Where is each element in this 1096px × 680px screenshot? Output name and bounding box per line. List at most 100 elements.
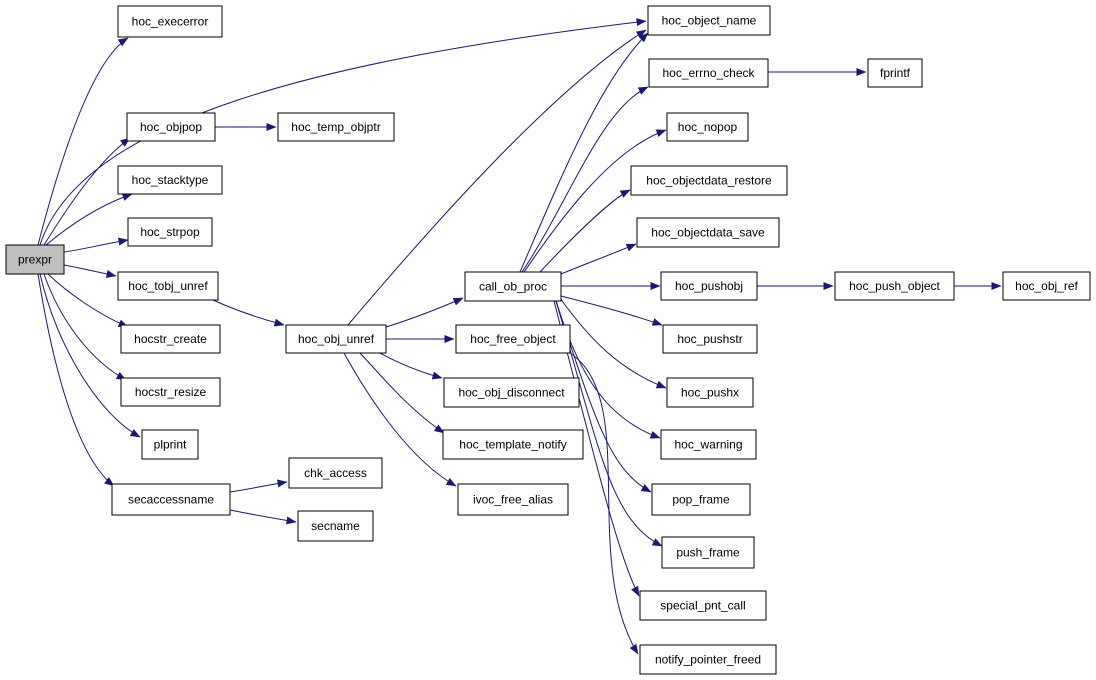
node-hoc_push_object[interactable]: hoc_push_object xyxy=(834,271,955,301)
node-hoc_pushstr[interactable]: hoc_pushstr xyxy=(662,324,758,354)
node-box[interactable] xyxy=(117,5,223,38)
node-label: hoc_object_name xyxy=(662,14,757,28)
edge-secaccessname-to-secname xyxy=(229,509,297,525)
node-box[interactable] xyxy=(666,377,754,408)
node-hoc_obj_disconnect[interactable]: hoc_obj_disconnect xyxy=(443,377,580,408)
edge-call_ob_proc-to-hoc_pushx xyxy=(559,297,667,389)
node-box[interactable] xyxy=(443,377,580,408)
edge-prexpr-to-hoc_object_name xyxy=(39,18,647,246)
edge-hoc_obj_unref-to-hoc_object_name xyxy=(347,29,647,326)
node-prexpr[interactable]: prexpr xyxy=(5,244,65,275)
node-box[interactable] xyxy=(117,271,219,301)
node-push_frame[interactable]: push_frame xyxy=(661,536,755,569)
node-hoc_stacktype[interactable]: hoc_stacktype xyxy=(117,165,223,195)
node-label: secaccessname xyxy=(128,493,214,507)
node-box[interactable] xyxy=(285,324,387,354)
node-box[interactable] xyxy=(647,5,771,36)
node-label: hoc_execerror xyxy=(132,15,209,29)
edge-prexpr-to-hocstr_create xyxy=(47,273,129,328)
node-box[interactable] xyxy=(666,112,749,142)
edge-call_ob_proc-to-hoc_objectdata_save xyxy=(560,243,637,275)
node-secname[interactable]: secname xyxy=(297,510,374,542)
node-label: hoc_pushstr xyxy=(677,332,742,346)
node-box[interactable] xyxy=(297,510,374,542)
node-box[interactable] xyxy=(141,429,199,460)
node-box[interactable] xyxy=(127,217,213,247)
node-box[interactable] xyxy=(639,644,777,675)
node-box[interactable] xyxy=(288,457,383,489)
node-box[interactable] xyxy=(660,271,758,301)
node-hoc_tobj_unref[interactable]: hoc_tobj_unref xyxy=(117,271,219,301)
node-hoc_strpop[interactable]: hoc_strpop xyxy=(127,217,213,247)
node-hoc_free_object[interactable]: hoc_free_object xyxy=(455,324,571,354)
node-box[interactable] xyxy=(639,590,767,621)
node-label: hoc_errno_check xyxy=(662,66,755,80)
edge-prexpr-to-hoc_tobj_unref xyxy=(63,264,117,278)
node-special_pnt_call[interactable]: special_pnt_call xyxy=(639,590,767,621)
node-box[interactable] xyxy=(651,483,751,516)
node-box[interactable] xyxy=(661,536,755,569)
node-box[interactable] xyxy=(117,165,223,195)
node-hoc_execerror[interactable]: hoc_execerror xyxy=(117,5,223,38)
node-box[interactable] xyxy=(126,112,216,142)
node-box[interactable] xyxy=(442,429,584,460)
edge-hoc_obj_unref-to-call_ob_proc xyxy=(385,297,464,328)
node-hocstr_create[interactable]: hocstr_create xyxy=(120,324,221,354)
node-box[interactable] xyxy=(120,324,221,354)
node-box[interactable] xyxy=(120,377,221,407)
edge-hoc_obj_unref-to-ivoc_free_alias xyxy=(343,352,457,487)
node-box[interactable] xyxy=(1002,271,1091,301)
node-box[interactable] xyxy=(636,217,780,248)
node-hoc_temp_objptr[interactable]: hoc_temp_objptr xyxy=(277,112,395,142)
node-hoc_pushx[interactable]: hoc_pushx xyxy=(666,377,754,408)
node-pop_frame[interactable]: pop_frame xyxy=(651,483,751,516)
node-box[interactable] xyxy=(648,58,769,88)
edge-hoc_free_object-to-notify_pointer_freed xyxy=(569,352,639,655)
node-hoc_nopop[interactable]: hoc_nopop xyxy=(666,112,749,142)
node-plprint[interactable]: plprint xyxy=(141,429,199,460)
node-label: hoc_push_object xyxy=(849,279,940,293)
node-label: chk_access xyxy=(304,466,367,480)
node-ivoc_free_alias[interactable]: ivoc_free_alias xyxy=(457,483,569,516)
node-fprintf[interactable]: fprintf xyxy=(867,58,923,88)
edge-hoc_obj_unref-to-hoc_template_notify xyxy=(359,352,445,434)
node-hoc_errno_check[interactable]: hoc_errno_check xyxy=(648,58,769,88)
edge-hoc_obj_unref-to-hoc_obj_disconnect xyxy=(379,352,443,380)
edge-call_ob_proc-to-hoc_errno_check xyxy=(521,86,649,273)
node-label: hoc_nopop xyxy=(678,120,738,134)
node-hoc_pushobj[interactable]: hoc_pushobj xyxy=(660,271,758,301)
node-hoc_obj_ref[interactable]: hoc_obj_ref xyxy=(1002,271,1091,301)
node-call_ob_proc[interactable]: call_ob_proc xyxy=(464,271,562,302)
node-label: hoc_pushx xyxy=(681,386,739,400)
nodes-layer: prexpr hoc_execerror hoc_objpop hoc_temp_ob… xyxy=(5,5,1091,675)
node-hoc_warning[interactable]: hoc_warning xyxy=(660,429,757,460)
node-hoc_template_notify[interactable]: hoc_template_notify xyxy=(442,429,584,460)
node-box[interactable] xyxy=(630,165,788,196)
edges-layer xyxy=(37,18,1002,655)
node-chk_access[interactable]: chk_access xyxy=(288,457,383,489)
node-box[interactable] xyxy=(457,483,569,516)
node-hoc_object_name[interactable]: hoc_object_name xyxy=(647,5,771,36)
edge-call_ob_proc-to-special_pnt_call xyxy=(553,300,640,597)
edge-secaccessname-to-chk_access xyxy=(229,479,288,493)
node-notify_pointer_freed[interactable]: notify_pointer_freed xyxy=(639,644,777,675)
node-hoc_obj_unref[interactable]: hoc_obj_unref xyxy=(285,324,387,354)
node-label: hoc_obj_unref xyxy=(298,332,375,346)
node-box[interactable] xyxy=(834,271,955,301)
node-hoc_objpop[interactable]: hoc_objpop xyxy=(126,112,216,142)
node-box[interactable] xyxy=(111,483,231,516)
node-box[interactable] xyxy=(867,58,923,88)
node-label: hoc_template_notify xyxy=(459,438,566,452)
node-box[interactable] xyxy=(5,244,65,275)
node-box[interactable] xyxy=(660,429,757,460)
node-secaccessname[interactable]: secaccessname xyxy=(111,483,231,516)
node-box[interactable] xyxy=(464,271,562,302)
node-label: hoc_warning xyxy=(674,438,742,452)
node-hoc_objectdata_save[interactable]: hoc_objectdata_save xyxy=(636,217,780,248)
node-label: call_ob_proc xyxy=(479,280,547,294)
node-hocstr_resize[interactable]: hocstr_resize xyxy=(120,377,221,407)
node-box[interactable] xyxy=(662,324,758,354)
node-box[interactable] xyxy=(455,324,571,354)
node-hoc_objectdata_restore[interactable]: hoc_objectdata_restore xyxy=(630,165,788,196)
node-box[interactable] xyxy=(277,112,395,142)
